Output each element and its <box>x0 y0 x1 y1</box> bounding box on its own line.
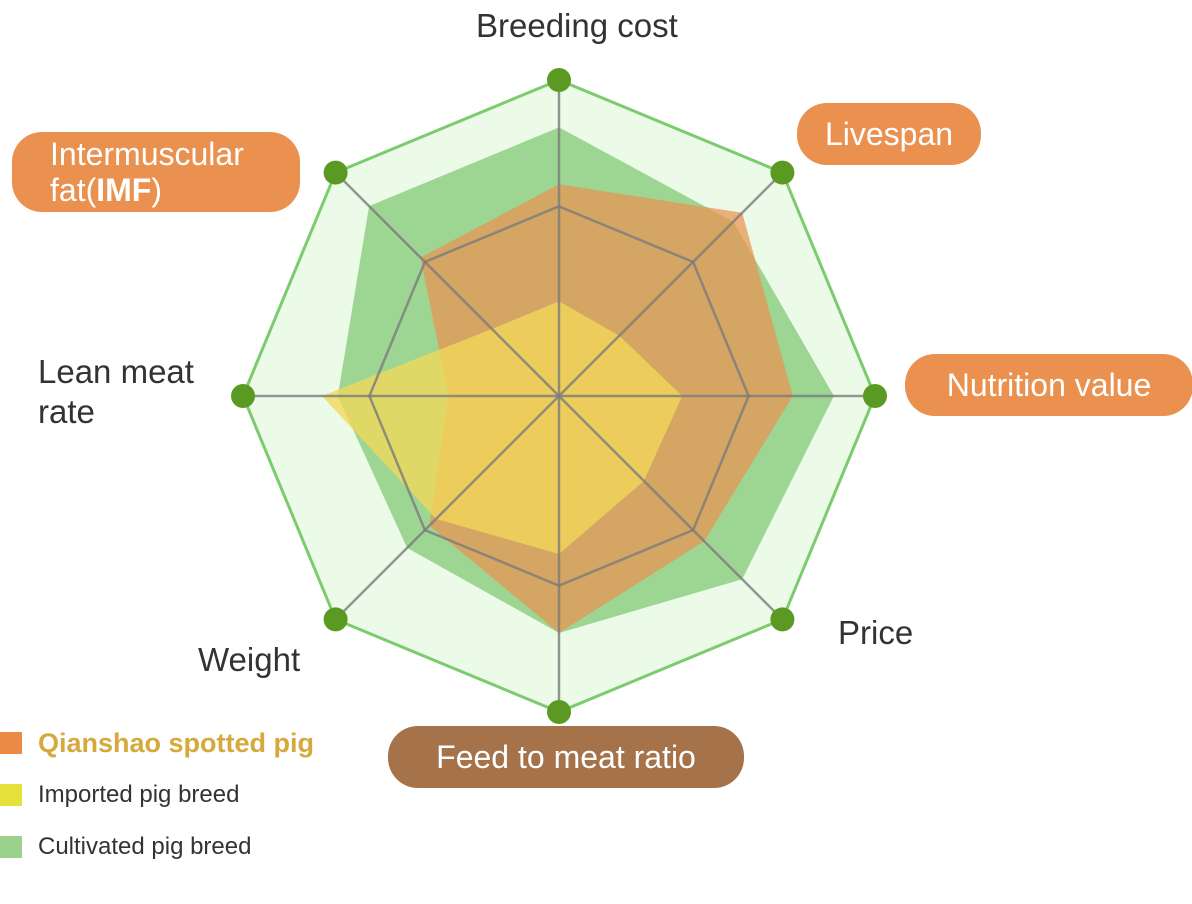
legend-item-imported: Imported pig breed <box>0 780 360 810</box>
legend-swatch-imported <box>0 784 22 806</box>
axis-label-price: Price <box>838 614 914 651</box>
vertex-dot-lean-meat-rate <box>231 384 255 408</box>
legend-label-imported: Imported pig breed <box>38 781 240 808</box>
axis-label-intermuscular-fat: Intermuscular fat(IMF) <box>12 132 300 212</box>
grid-layer <box>243 80 875 712</box>
legend-item-qianshao: Qianshao spotted pig <box>0 728 360 758</box>
vertex-dot-livespan <box>770 160 795 185</box>
series-layer <box>322 127 834 634</box>
legend-label-qianshao: Qianshao spotted pig <box>38 727 315 758</box>
axis-label-breeding-cost: Breeding cost <box>476 7 678 44</box>
legend-item-cultivated: Cultivated pig breed <box>0 832 360 862</box>
legend-swatch-cultivated <box>0 836 22 858</box>
vertex-dot-weight <box>323 607 348 632</box>
vertex-dot-intermuscular-fat-imf <box>323 160 348 185</box>
imf-line2: fat(IMF) <box>50 172 244 208</box>
vertex-dot-feed-to-meat-ratio <box>547 700 571 724</box>
axis-label-lean-line2: rate <box>38 393 95 430</box>
axis-label-livespan: Livespan <box>797 103 981 165</box>
axis-line-livespan <box>558 171 784 397</box>
axis-label-lean-line1: Lean meat <box>38 353 194 390</box>
axis-line-price <box>558 395 784 621</box>
imf-suffix: ) <box>151 172 162 208</box>
axis-label-lean-meat-rate: Lean meat rate <box>38 352 238 432</box>
axis-label-feed-to-meat-ratio: Feed to meat ratio <box>388 726 744 788</box>
legend-swatch-qianshao <box>0 732 22 754</box>
axis-label-nutrition-value: Nutrition value <box>905 354 1192 416</box>
vertex-dot-breeding-cost <box>547 68 571 92</box>
axis-line-weight <box>334 395 560 621</box>
imf-line1: Intermuscular <box>50 136 244 172</box>
axis-label-weight: Weight <box>198 641 301 678</box>
imf-bold: IMF <box>96 172 152 208</box>
vertex-dot-price <box>770 607 795 632</box>
vertex-dots <box>231 68 887 724</box>
axis-line-intermuscular-fat-imf <box>334 171 560 397</box>
imf-prefix: fat( <box>50 172 97 208</box>
legend-label-cultivated: Cultivated pig breed <box>38 833 252 860</box>
vertex-dot-nutrition-value <box>863 384 887 408</box>
